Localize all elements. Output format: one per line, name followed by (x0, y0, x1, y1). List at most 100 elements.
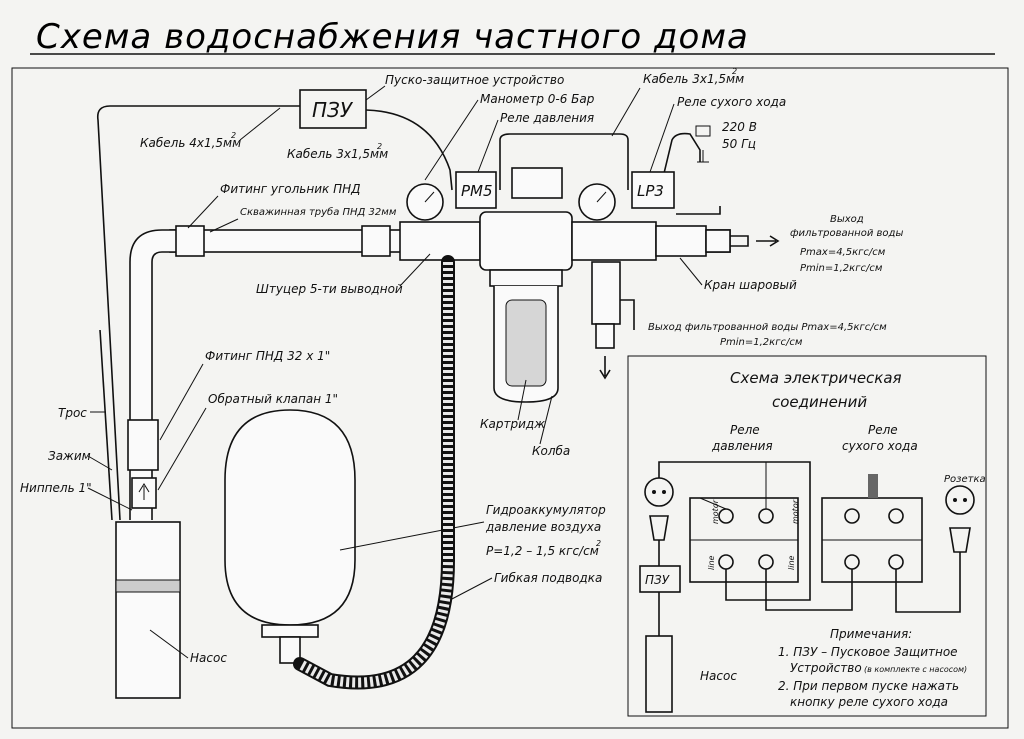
el-socket-label: Розетка (944, 474, 986, 485)
pzu-device-label: Пуско-защитное устройство (385, 73, 564, 87)
ball-valve-leader (679, 257, 703, 286)
check-valve-arrow-icon (138, 483, 150, 500)
pressure-relay-leader (477, 119, 499, 173)
power-label-2: 50 Гц (722, 137, 756, 151)
plug-icon (695, 125, 711, 137)
cable-3x15-sup-a: 2 (377, 142, 382, 151)
el-line-label-2: line (787, 555, 796, 570)
ball-valve-handle[interactable] (676, 206, 721, 215)
fitting-pnd-label: Фитинг ПНД 32 х 1" (205, 349, 330, 363)
outlet1-arrow-icon (756, 235, 780, 247)
outlet1-line3: Рmax=4,5кгс/см (800, 247, 886, 258)
outlet2-pipe (591, 261, 621, 325)
dry-run-relay-lp3 (631, 171, 675, 209)
pressure-relay-rm5 (455, 171, 497, 209)
manometer-left-needle (424, 191, 435, 203)
check-valve (131, 477, 157, 509)
cable-4x15-sup: 2 (231, 131, 236, 140)
el-dry-relay-2: сухого хода (842, 439, 918, 453)
electrical-panel (627, 355, 987, 717)
flask-collar (489, 269, 563, 287)
cable-4x15-leader (239, 107, 281, 141)
el-motor-label-1: motor (711, 499, 720, 524)
filter-bracket (511, 167, 563, 199)
outlet2-valve-handle[interactable] (620, 299, 635, 330)
accumulator-base (261, 624, 319, 638)
note-1c: (в комплекте с насосом) (864, 665, 967, 674)
outlet-tee (571, 221, 657, 261)
outlet1-line4: Рmin=1,2кгс/см (800, 263, 883, 274)
note-1b: Устройство (790, 661, 862, 675)
accumulator-tank (224, 409, 356, 626)
fitting-pnd (127, 419, 159, 471)
el-pressure-relay-2: давления (711, 439, 773, 453)
el-pressure-relay-1: Реле (730, 423, 760, 437)
flask-leader (539, 395, 553, 445)
el-pr-terminal-1 (718, 508, 734, 524)
el-pzu-label: ПЗУ (645, 573, 670, 587)
electrical-title-1: Схема электрическая (730, 369, 902, 387)
cable-relay-bridge (499, 133, 629, 190)
pump-band (115, 579, 181, 593)
outlet2-arrow-icon (599, 356, 611, 380)
flex-hose-label: Гибкая подводка (494, 571, 602, 585)
el-right-plug-icon (949, 527, 971, 553)
rm5-label: РМ5 (461, 182, 493, 200)
power-label-1: 220 В (722, 120, 757, 134)
cable-3x15-leader-b (611, 87, 641, 137)
outlet1-line1: Выход (830, 214, 864, 225)
manometer-label: Манометр 0-6 Бар (480, 92, 595, 106)
el-left-plug-icon (649, 515, 669, 541)
outlet2-barb (595, 323, 615, 349)
outlet-fitting (705, 229, 731, 253)
hose-barb (730, 235, 749, 247)
manometer-right-needle (596, 191, 607, 203)
accumulator-sup: 2 (596, 539, 601, 548)
pump-body (115, 521, 181, 699)
cable-pzu-relay (365, 109, 453, 191)
well-pipe-leader (209, 218, 239, 233)
el-dr-terminal-3 (844, 554, 860, 570)
pzu-leader (365, 85, 386, 101)
fitting-angle-label: Фитинг угольник ПНД (220, 182, 361, 196)
filter-cartridge (505, 299, 547, 387)
el-right-socket-icon (945, 485, 975, 515)
angle-fitting-nut (175, 225, 205, 257)
nipple-leader (87, 487, 133, 511)
rope (99, 329, 113, 521)
el-dry-relay-button[interactable] (868, 474, 878, 498)
flex-hose-leader (449, 577, 493, 601)
el-wire-4 (895, 552, 961, 613)
clamp-label: Зажим (48, 449, 91, 463)
page-border (11, 67, 1009, 729)
accumulator-nipple (279, 636, 301, 664)
el-pr-terminal-4 (758, 554, 774, 570)
cable-3x15-label-b: Кабель 3х1,5мм (643, 72, 744, 86)
el-dr-terminal-1 (844, 508, 860, 524)
note-1: 1. ПЗУ – Пусковое Защитное (778, 645, 958, 659)
dry-run-relay-label: Реле сухого хода (677, 95, 786, 109)
filter-head (479, 211, 573, 271)
cable-4x15-label: Кабель 4х1,5мм (140, 136, 241, 150)
union-5way-leader (399, 253, 431, 287)
rope-label: Трос (58, 406, 87, 420)
el-dr-terminal-4 (888, 554, 904, 570)
el-dry-relay-1: Реле (868, 423, 898, 437)
accumulator-line3: Р=1,2 – 1,5 кгс/см (486, 544, 599, 558)
cartridge-label: Картридж (480, 417, 545, 431)
electrical-title-2: соединений (772, 393, 867, 411)
pump-leader (149, 629, 189, 659)
flask-label: Колба (532, 444, 570, 458)
cable-power (659, 132, 701, 191)
el-wire-2 (765, 569, 853, 611)
cable-3x15-label-a: Кабель 3х1,5мм (287, 147, 388, 161)
note-2b: кнопку реле сухого хода (790, 695, 948, 709)
el-left-socket-pin2 (662, 490, 666, 494)
fitting-angle-leader (187, 195, 219, 229)
ball-valve-label: Кран шаровый (704, 278, 797, 292)
clamp-leader (87, 455, 113, 471)
pressure-relay-label: Реле давления (500, 111, 594, 125)
el-pump-label: Насос (700, 669, 737, 683)
